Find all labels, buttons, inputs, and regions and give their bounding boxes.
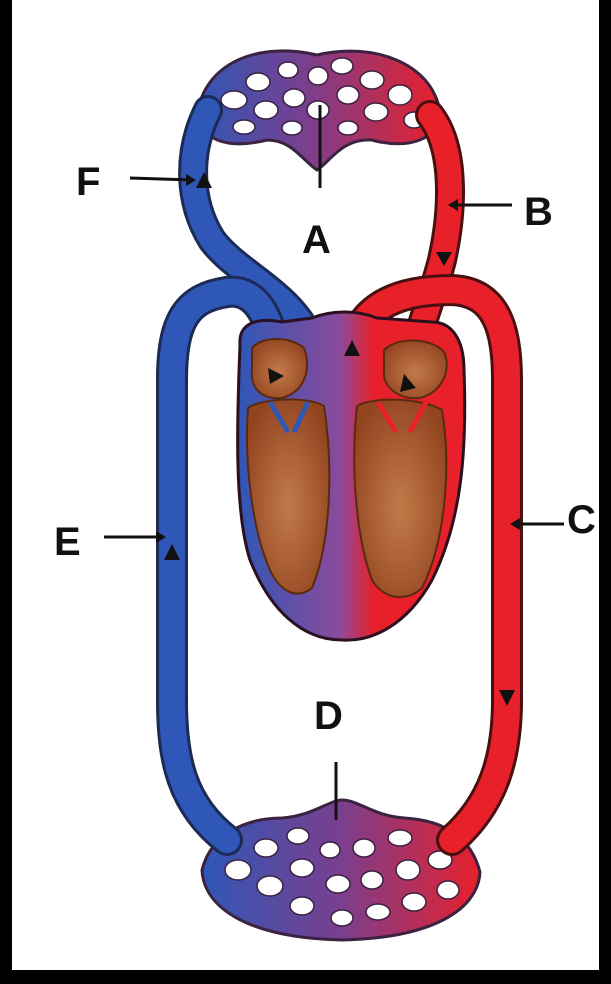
body-capillary-bed xyxy=(202,800,480,940)
heart xyxy=(238,312,465,640)
label-c: C xyxy=(567,500,596,540)
label-f: F xyxy=(76,162,100,202)
pointer-f xyxy=(130,178,192,180)
right-atrium xyxy=(252,339,307,398)
label-b: B xyxy=(524,192,553,232)
label-d: D xyxy=(314,696,343,736)
diagram-frame: A B C D E F xyxy=(12,0,599,970)
label-a: A xyxy=(302,220,331,260)
circulation-diagram xyxy=(12,0,599,970)
label-e: E xyxy=(54,522,81,562)
